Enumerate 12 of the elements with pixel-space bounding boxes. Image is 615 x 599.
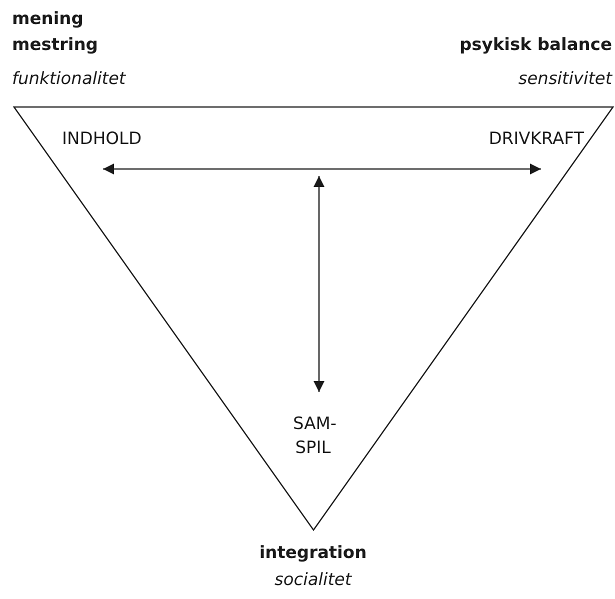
concept-label: DRIVKRAFT — [434, 127, 584, 151]
double-arrow — [103, 164, 541, 174]
quality-label: funktionalitet — [12, 68, 126, 90]
quality-label: socialitet — [274, 569, 352, 591]
corner-label: psykisk balance — [460, 34, 612, 56]
double-arrow — [314, 176, 324, 392]
concept-label: INDHOLD — [62, 127, 172, 151]
quality-label: sensitivitet — [518, 68, 612, 90]
corner-label: mening — [12, 8, 84, 30]
corner-label: mestring — [12, 34, 98, 56]
corner-label: integration — [259, 542, 367, 564]
triangle-shape — [14, 107, 613, 530]
